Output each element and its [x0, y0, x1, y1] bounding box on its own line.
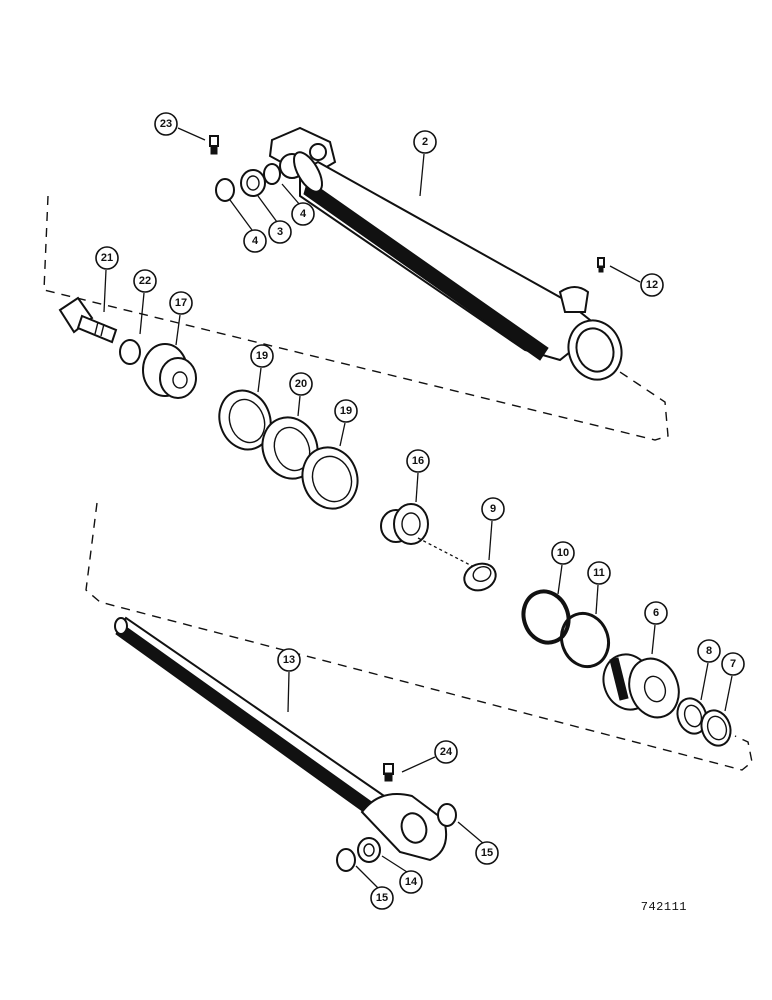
- svg-text:15: 15: [376, 892, 388, 904]
- svg-text:19: 19: [340, 405, 352, 417]
- callout-15: 15: [370, 886, 394, 910]
- cylinder-barrel: [268, 126, 623, 381]
- svg-text:3: 3: [277, 226, 283, 238]
- callout-8: 8: [697, 639, 721, 663]
- callout-12: 12: [640, 273, 664, 297]
- svg-text:2: 2: [422, 136, 428, 148]
- callout-15: 15: [475, 841, 499, 865]
- svg-text:23: 23: [160, 118, 172, 130]
- callout-14: 14: [399, 870, 423, 894]
- callout-10: 10: [551, 541, 575, 565]
- upper-bushing-and-rings: [215, 163, 281, 202]
- svg-text:20: 20: [295, 378, 307, 390]
- piston-rod: [114, 616, 448, 862]
- rod-bushing: [463, 562, 497, 592]
- piston: [142, 343, 197, 399]
- lower-dashed-outline: [85, 502, 753, 771]
- callout-22: 22: [133, 269, 157, 293]
- svg-text:7: 7: [730, 658, 736, 670]
- leader-lines: [103, 127, 733, 891]
- callout-19: 19: [250, 344, 274, 368]
- callout-21: 21: [95, 246, 119, 270]
- cylinder-head: [602, 653, 680, 719]
- callout-6: 6: [644, 601, 668, 625]
- callout-16: 16: [406, 449, 430, 473]
- svg-text:9: 9: [490, 503, 496, 515]
- svg-text:8: 8: [706, 645, 712, 657]
- callout-19: 19: [334, 399, 358, 423]
- callout-20: 20: [289, 372, 313, 396]
- grease-fitting-top: [209, 135, 219, 155]
- callout-23: 23: [154, 112, 178, 136]
- svg-text:10: 10: [557, 547, 569, 559]
- wiper-and-snap-ring: [676, 697, 732, 747]
- svg-text:16: 16: [412, 455, 424, 467]
- grease-fitting-rod: [383, 763, 394, 782]
- callout-2: 2: [413, 130, 437, 154]
- spacer: [380, 503, 429, 545]
- piston-seals: [218, 389, 359, 510]
- svg-text:13: 13: [283, 654, 295, 666]
- bleeder-screw: [597, 257, 605, 273]
- svg-text:6: 6: [653, 607, 659, 619]
- callout-7: 7: [721, 652, 745, 676]
- svg-text:14: 14: [405, 876, 418, 888]
- svg-text:4: 4: [252, 235, 259, 247]
- o-ring-and-backup-ring: [521, 589, 611, 669]
- svg-text:19: 19: [256, 350, 268, 362]
- svg-text:24: 24: [440, 746, 453, 758]
- svg-text:21: 21: [101, 252, 113, 264]
- callout-4: 4: [291, 202, 315, 226]
- callout-4: 4: [243, 229, 267, 253]
- svg-text:15: 15: [481, 847, 493, 859]
- callout-3: 3: [268, 220, 292, 244]
- callouts: 23 2 4 3 4 12 21 22 17 19 20 19 16 9 10 …: [95, 112, 745, 910]
- callout-9: 9: [481, 497, 505, 521]
- svg-text:11: 11: [593, 567, 605, 579]
- svg-text:22: 22: [139, 275, 151, 287]
- svg-text:17: 17: [175, 297, 187, 309]
- callout-24: 24: [434, 740, 458, 764]
- bolt: [58, 296, 118, 344]
- svg-text:12: 12: [646, 279, 658, 291]
- callout-11: 11: [587, 561, 611, 585]
- figure-number: 742111: [640, 900, 687, 914]
- callout-17: 17: [169, 291, 193, 315]
- rod-eye-bushing-and-rings: [336, 803, 457, 872]
- svg-text:4: 4: [300, 208, 307, 220]
- washer: [119, 339, 141, 365]
- callout-13: 13: [277, 648, 301, 672]
